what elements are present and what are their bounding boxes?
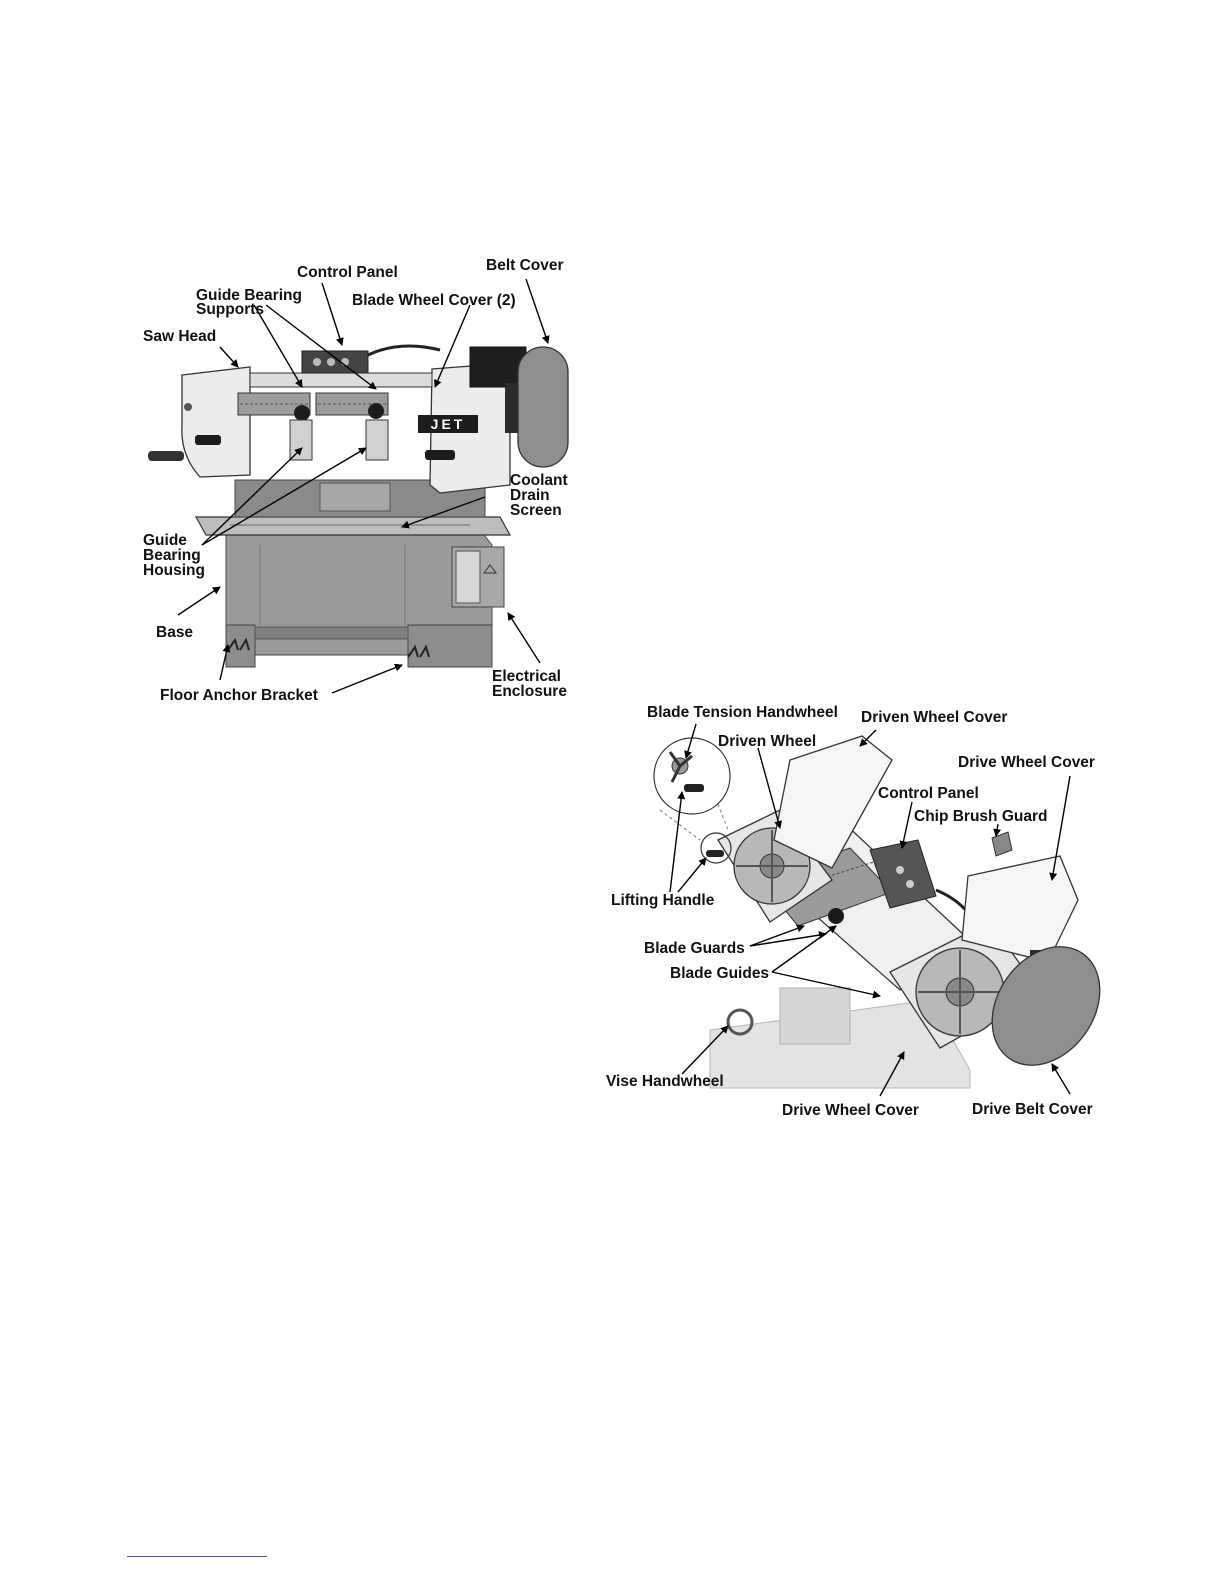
label-blade-guides: Blade Guides — [670, 965, 770, 982]
belt-cover — [517, 346, 569, 468]
label-drive-wheel-cover-top: Drive Wheel Cover — [958, 754, 1095, 771]
vise-background — [709, 987, 971, 1089]
blade-tension-handwheel-detail — [653, 737, 732, 864]
label-guide-bearing-housing-2: Bearing — [143, 547, 201, 564]
chip-brush-guard — [991, 831, 1013, 857]
label-driven-wheel-cover: Driven Wheel Cover — [861, 709, 1008, 726]
label-chip-brush-guard: Chip Brush Guard — [914, 808, 1048, 825]
label-vise-handwheel: Vise Handwheel — [606, 1073, 724, 1090]
label-blade-wheel-cover: Blade Wheel Cover (2) — [352, 292, 516, 309]
control-panel — [301, 344, 441, 374]
label-guide-bearing-supports-1: Guide Bearing — [196, 287, 302, 304]
label-drive-belt-cover: Drive Belt Cover — [972, 1101, 1093, 1118]
figure-bandsaw-open-covers — [600, 700, 1110, 1120]
drive-belt-cover — [991, 946, 1101, 1066]
leader-lines — [177, 278, 550, 694]
coolant-tray — [194, 516, 512, 536]
label-floor-anchor-bracket: Floor Anchor Bracket — [160, 687, 318, 704]
vise-handwheel — [726, 1008, 754, 1036]
leader-lines-2 — [669, 723, 1071, 1097]
driven-wheel-cover — [773, 735, 893, 869]
label-coolant-drain-screen-3: Screen — [510, 502, 562, 519]
label-base: Base — [156, 624, 194, 641]
label-electrical-enclosure-1: Electrical — [492, 668, 561, 685]
label-control-panel: Control Panel — [297, 264, 398, 281]
label-lifting-handle: Lifting Handle — [611, 892, 715, 909]
label-coolant-drain-screen-2: Drain — [510, 487, 550, 504]
label-blade-guards: Blade Guards — [644, 940, 745, 957]
label-blade-tension-handwheel: Blade Tension Handwheel — [647, 704, 838, 721]
jet-logo — [418, 415, 478, 433]
label-driven-wheel: Driven Wheel — [718, 733, 817, 750]
footer-rule — [127, 1556, 267, 1557]
jet-logo-text: JET — [431, 416, 466, 432]
figure-bandsaw-front: JET — [140, 255, 580, 710]
label-belt-cover: Belt Cover — [486, 257, 564, 274]
bandsaw-front-illustration: JET — [148, 278, 569, 694]
lifting-handle — [706, 850, 724, 857]
saw-head: JET — [148, 362, 511, 494]
drive-wheel-cover — [961, 855, 1079, 963]
label-coolant-drain-screen-1: Coolant — [510, 472, 568, 489]
label-guide-bearing-supports-2: Supports — [196, 301, 265, 318]
label-electrical-enclosure-2: Enclosure — [492, 683, 567, 700]
label-saw-head: Saw Head — [143, 328, 217, 345]
drive-wheel-housing — [889, 921, 1041, 1049]
base-cabinet — [225, 529, 493, 668]
electrical-enclosure — [451, 546, 505, 608]
label-control-panel-2: Control Panel — [878, 785, 979, 802]
bandsaw-open-illustration — [653, 723, 1101, 1097]
label-guide-bearing-housing-3: Housing — [143, 562, 205, 579]
label-drive-wheel-cover-bottom: Drive Wheel Cover — [782, 1102, 919, 1119]
label-guide-bearing-housing-1: Guide — [143, 532, 187, 549]
